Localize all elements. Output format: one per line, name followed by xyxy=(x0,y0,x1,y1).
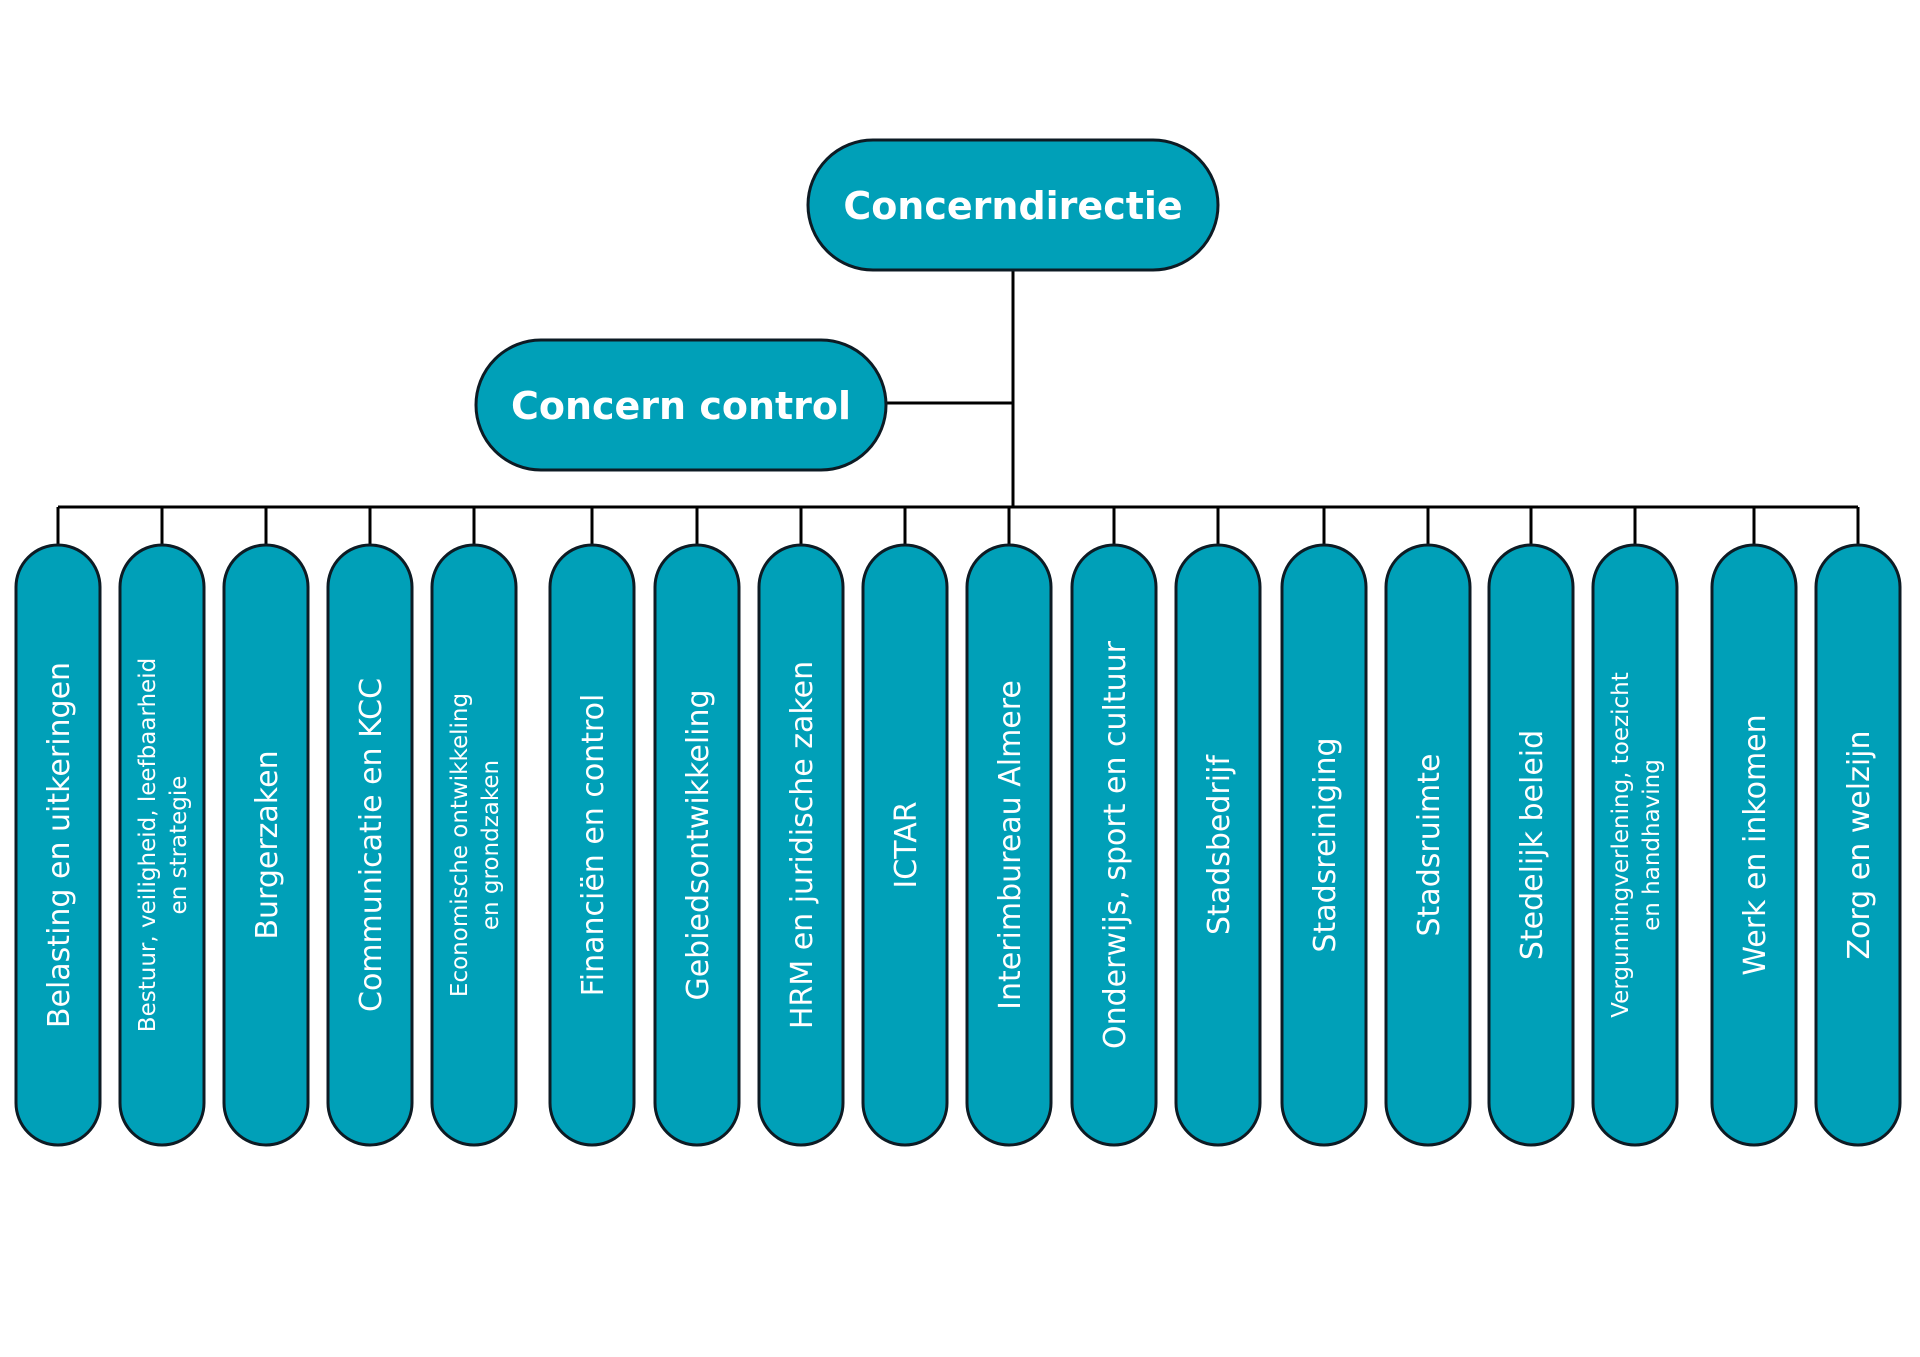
unit-label-line: Zorg en welzijn xyxy=(1842,730,1877,959)
unit-label-line: Bestuur, veiligheid, leefbaarheid xyxy=(135,658,161,1032)
unit-label: Stadsruimte xyxy=(1412,754,1447,937)
unit-label: Stadsreiniging xyxy=(1308,737,1343,952)
unit-label-line: Economische ontwikkeling xyxy=(447,693,473,997)
unit-label-line: Werk en inkomen xyxy=(1738,714,1773,975)
staff-node-box xyxy=(474,338,888,472)
unit-label: Communicatie en KCC xyxy=(354,678,389,1012)
unit-node-ictar[interactable]: ICTAR xyxy=(861,543,949,1147)
unit-node-hrm[interactable]: HRM en juridische zaken xyxy=(757,543,845,1147)
unit-box xyxy=(861,543,949,1147)
unit-box xyxy=(1280,543,1368,1147)
unit-box xyxy=(14,543,102,1147)
unit-label-line: Burgerzaken xyxy=(250,750,285,939)
unit-label: Belasting en uitkeringen xyxy=(42,662,77,1028)
unit-label: ICTAR xyxy=(889,801,924,888)
connectors xyxy=(56,270,1860,545)
unit-box xyxy=(965,543,1053,1147)
unit-label-line: Stadsbedrijf xyxy=(1202,754,1237,935)
unit-label-line: en handhaving xyxy=(1639,759,1665,931)
unit-label: Stedelijk beleid xyxy=(1515,730,1550,960)
unit-label-line: ICTAR xyxy=(889,801,924,888)
unit-label-line: Belasting en uitkeringen xyxy=(42,662,77,1028)
unit-node-zorg[interactable]: Zorg en welzijn xyxy=(1814,543,1902,1147)
unit-box xyxy=(653,543,741,1147)
unit-box xyxy=(757,543,845,1147)
unit-label: Interimbureau Almere xyxy=(993,680,1028,1010)
unit-node-stedelijk[interactable]: Stedelijk beleid xyxy=(1487,543,1575,1147)
unit-label-line: Interimbureau Almere xyxy=(993,680,1028,1010)
unit-label-line: Vergunningverlening, toezicht xyxy=(1608,672,1634,1018)
unit-label: HRM en juridische zaken xyxy=(785,661,820,1029)
unit-label: Zorg en welzijn xyxy=(1842,730,1877,959)
unit-box xyxy=(1174,543,1262,1147)
unit-label: Onderwijs, sport en cultuur xyxy=(1098,640,1133,1049)
unit-box xyxy=(548,543,636,1147)
unit-label-line: Gebiedsontwikkeling xyxy=(681,689,716,1000)
unit-node-stadsreiniging[interactable]: Stadsreiniging xyxy=(1280,543,1368,1147)
unit-node-stadsbedrijf[interactable]: Stadsbedrijf xyxy=(1174,543,1262,1147)
unit-node-belasting[interactable]: Belasting en uitkeringen xyxy=(14,543,102,1147)
unit-node-werk[interactable]: Werk en inkomen xyxy=(1710,543,1798,1147)
unit-label-line: Stadsruimte xyxy=(1412,754,1447,937)
staff-node-label: Concern control xyxy=(511,384,851,428)
unit-box xyxy=(1487,543,1575,1147)
top-node-label: Concerndirectie xyxy=(843,184,1182,228)
unit-node-interimbureau[interactable]: Interimbureau Almere xyxy=(965,543,1053,1147)
unit-node-gebiedsontwikkeling[interactable]: Gebiedsontwikkeling xyxy=(653,543,741,1147)
unit-label: Werk en inkomen xyxy=(1738,714,1773,975)
unit-box xyxy=(1591,543,1679,1147)
unit-box xyxy=(1384,543,1472,1147)
unit-label: Financiën en control xyxy=(576,694,611,997)
unit-label-line: en grondzaken xyxy=(478,760,504,930)
unit-box xyxy=(118,543,206,1147)
unit-node-stadsruimte[interactable]: Stadsruimte xyxy=(1384,543,1472,1147)
unit-node-burgerzaken[interactable]: Burgerzaken xyxy=(222,543,310,1147)
top-node-box xyxy=(806,138,1220,272)
unit-box xyxy=(1070,543,1158,1147)
unit-box xyxy=(430,543,518,1147)
unit-label-line: Communicatie en KCC xyxy=(354,678,389,1012)
unit-box xyxy=(326,543,414,1147)
unit-box xyxy=(1710,543,1798,1147)
unit-label-line: en strategie xyxy=(166,776,192,915)
unit-label: Burgerzaken xyxy=(250,750,285,939)
unit-node-financien[interactable]: Financiën en control xyxy=(548,543,636,1147)
unit-box xyxy=(1814,543,1902,1147)
unit-label-line: Onderwijs, sport en cultuur xyxy=(1098,640,1133,1049)
unit-label: Gebiedsontwikkeling xyxy=(681,689,716,1000)
unit-label: Stadsbedrijf xyxy=(1202,754,1237,935)
staff-node[interactable]: Concern control xyxy=(474,338,888,472)
unit-label-line: Financiën en control xyxy=(576,694,611,997)
unit-node-onderwijs[interactable]: Onderwijs, sport en cultuur xyxy=(1070,543,1158,1147)
units: Belasting en uitkeringen Bestuur, veiligh… xyxy=(14,543,1902,1147)
unit-box xyxy=(222,543,310,1147)
unit-node-communicatie[interactable]: Communicatie en KCC xyxy=(326,543,414,1147)
unit-label-line: Stadsreiniging xyxy=(1308,737,1343,952)
unit-label-line: Stedelijk beleid xyxy=(1515,730,1550,960)
top-node[interactable]: Concerndirectie xyxy=(806,138,1220,272)
unit-label-line: HRM en juridische zaken xyxy=(785,661,820,1029)
